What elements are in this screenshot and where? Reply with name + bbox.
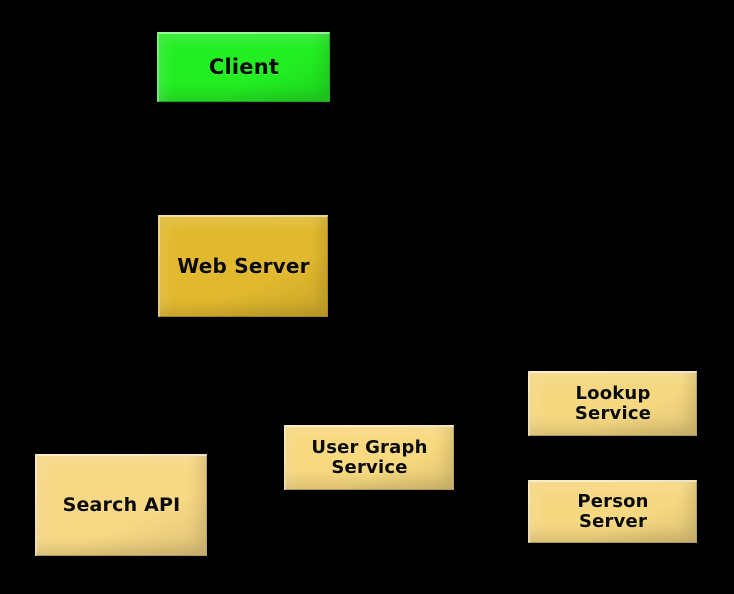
node-label-web-server: Web Server: [177, 254, 310, 279]
node-client[interactable]: Client: [157, 32, 330, 102]
node-label-lookup-service: Lookup Service: [574, 382, 652, 424]
node-person-server[interactable]: Person Server: [528, 480, 697, 543]
node-lookup-service[interactable]: Lookup Service: [528, 371, 697, 436]
node-web-server[interactable]: Web Server: [158, 215, 328, 317]
node-label-client: Client: [208, 54, 280, 79]
node-search-api[interactable]: Search API: [35, 454, 207, 556]
node-label-person-server: Person Server: [577, 490, 649, 532]
node-label-user-graph-service: User Graph Service: [311, 436, 428, 478]
node-user-graph-service[interactable]: User Graph Service: [284, 425, 454, 490]
node-label-search-api: Search API: [62, 493, 181, 516]
